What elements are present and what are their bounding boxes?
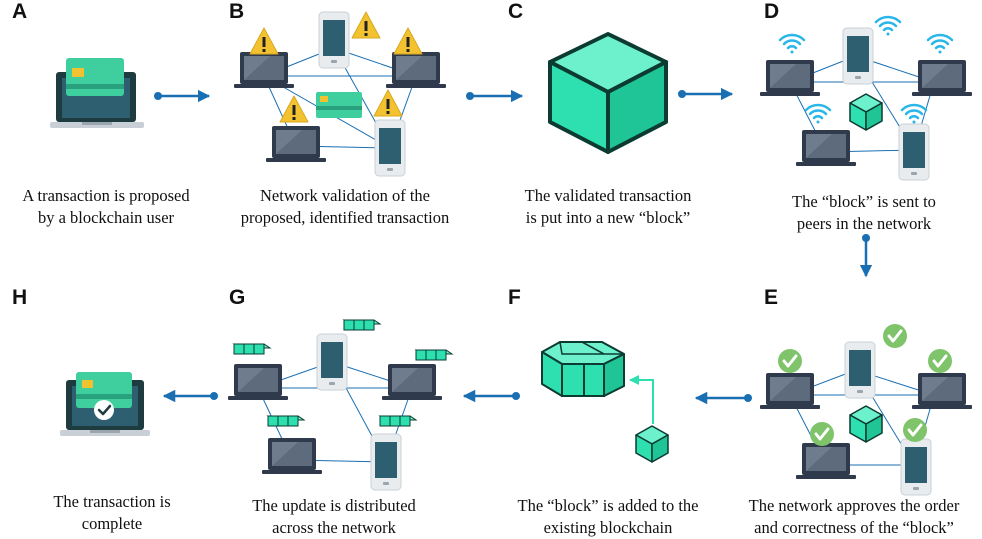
panel-h-illustration: [60, 372, 150, 436]
caption-h: The transaction is complete: [0, 491, 242, 535]
panel-a-illustration: [50, 58, 144, 128]
caption-f-line2: existing blockchain: [543, 518, 673, 537]
caption-d-line2: peers in the network: [796, 214, 932, 233]
caption-c: The validated transaction is put into a …: [478, 185, 738, 229]
caption-a-line2: by a blockchain user: [37, 208, 175, 227]
caption-b-line2: proposed, identified transaction: [240, 208, 450, 227]
panel-c-block: [548, 32, 668, 154]
panel-letter-h: H: [12, 286, 28, 309]
panel-letter-d: D: [764, 0, 780, 23]
caption-d-line1: The “block” is sent to: [792, 192, 936, 211]
caption-a: A transaction is proposed by a blockchai…: [0, 185, 236, 229]
caption-f: The “block” is added to the existing blo…: [478, 495, 738, 539]
panel-letter-f: F: [508, 286, 521, 309]
panel-letter-g: G: [229, 286, 246, 309]
caption-e: The network approves the order and corre…: [724, 495, 982, 539]
flow-arrows: [154, 87, 873, 405]
caption-a-line1: A transaction is proposed: [22, 186, 190, 205]
caption-g-line1: The update is distributed: [252, 496, 416, 515]
caption-c-line1: The validated transaction: [524, 186, 692, 205]
caption-e-line2: and correctness of the “block”: [754, 518, 954, 537]
panel-letter-e: E: [764, 286, 779, 309]
panel-letter-b: B: [229, 0, 245, 23]
panel-f-blockchain: [541, 341, 625, 397]
caption-e-line1: The network approves the order: [748, 496, 960, 515]
caption-c-line2: is put into a new “block”: [525, 208, 691, 227]
caption-h-line2: complete: [81, 514, 143, 533]
caption-g: The update is distributed across the net…: [204, 495, 464, 539]
caption-f-line1: The “block” is added to the: [517, 496, 699, 515]
panel-letter-c: C: [508, 0, 524, 23]
caption-d: The “block” is sent to peers in the netw…: [734, 191, 982, 235]
panel-letter-a: A: [12, 0, 28, 23]
caption-b: Network validation of the proposed, iden…: [215, 185, 475, 229]
caption-b-line1: Network validation of the: [260, 186, 430, 205]
caption-g-line2: across the network: [272, 518, 396, 537]
caption-h-line1: The transaction is: [53, 492, 171, 511]
